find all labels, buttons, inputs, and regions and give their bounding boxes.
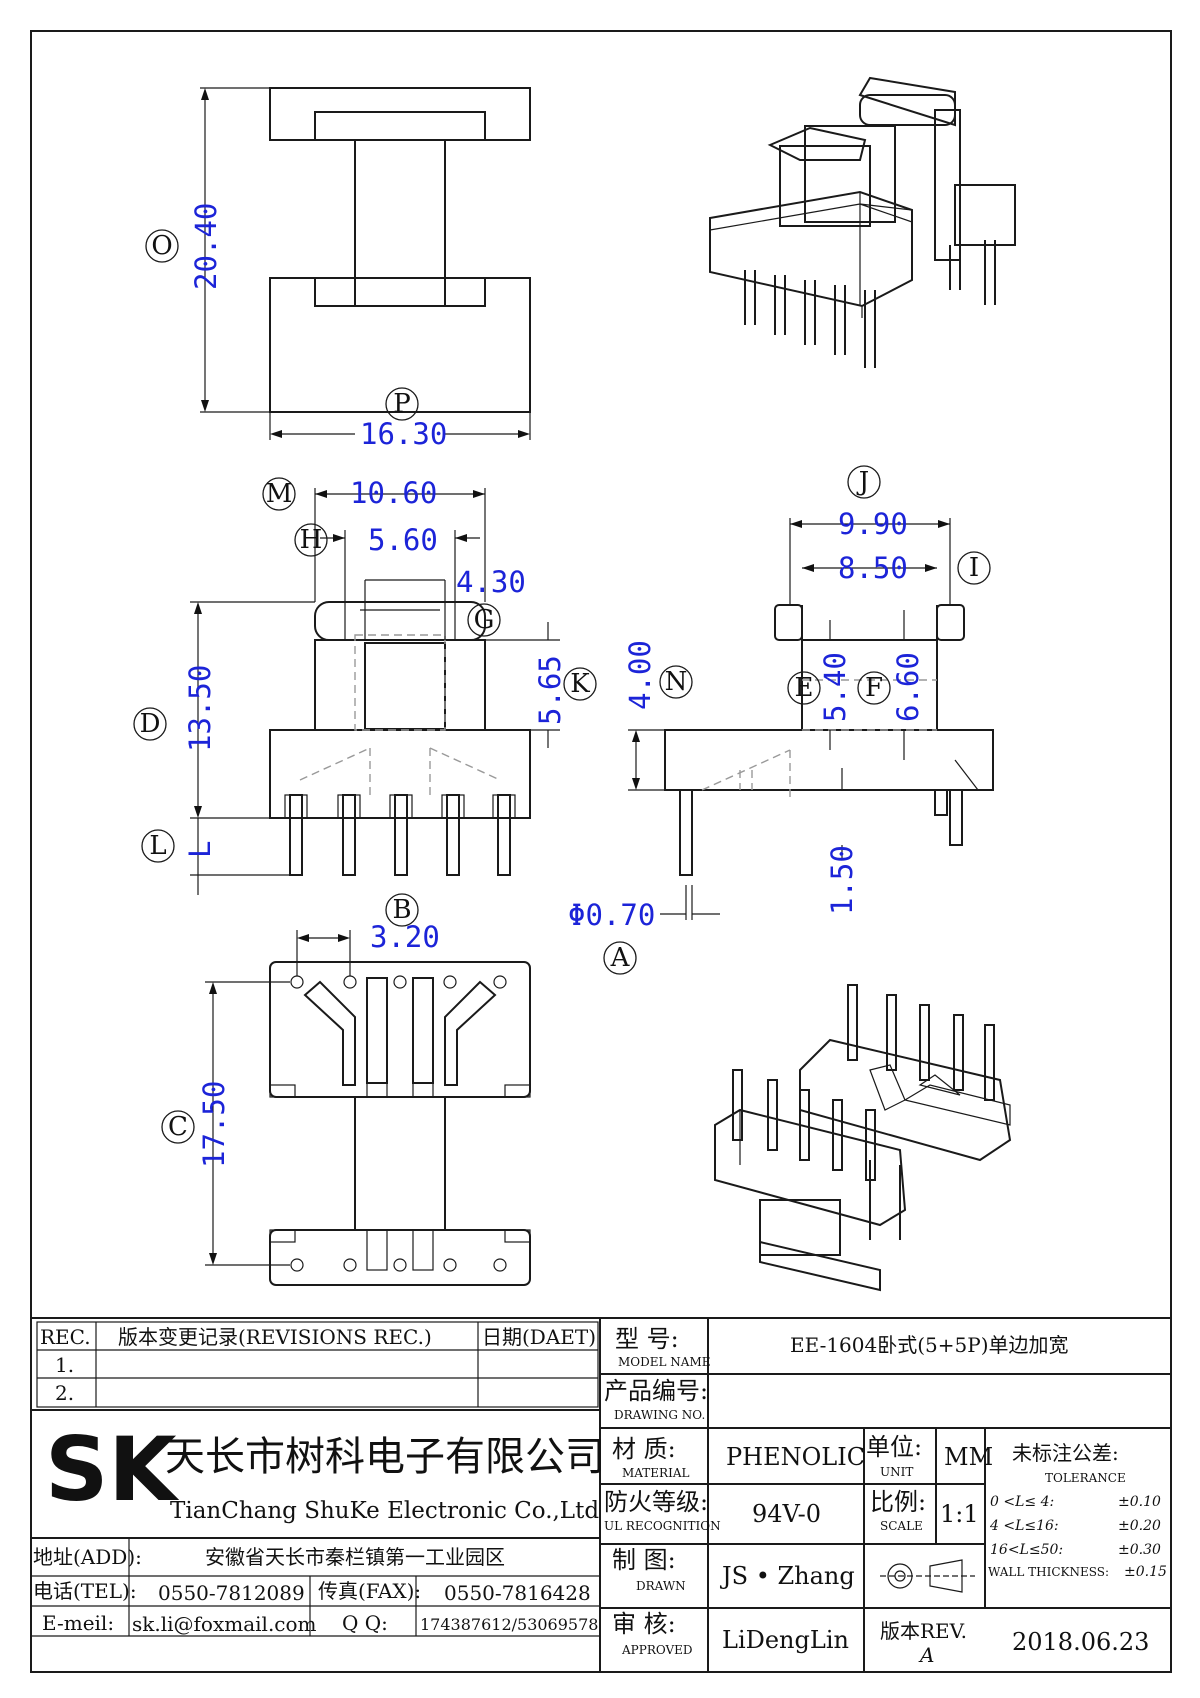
- dim-h-label: 5.60: [368, 523, 438, 557]
- approved-label-en: APPROVED: [621, 1643, 693, 1657]
- bubble-d: D: [140, 709, 161, 739]
- bubble-p: P: [393, 389, 411, 419]
- tolerance-cn: 未标注公差:: [1012, 1441, 1119, 1465]
- material-value: PHENOLIC: [726, 1443, 865, 1471]
- bottom-view: [205, 930, 531, 1286]
- unit-label-cn: 单位:: [866, 1433, 922, 1461]
- dim-e-label: 5.40: [818, 652, 852, 722]
- rev-title: 版本变更记录(REVISIONS REC.): [118, 1325, 432, 1349]
- tol-value-1: ±0.10: [1118, 1494, 1161, 1510]
- drawing-label-cn: 产品编号:: [604, 1377, 708, 1405]
- company-logo: SK: [45, 1418, 179, 1521]
- bubble-f: F: [865, 673, 883, 703]
- tol-value-2: ±0.20: [1118, 1518, 1161, 1534]
- bubble-i: I: [969, 553, 979, 583]
- dim-j-label: 9.90: [838, 507, 908, 541]
- wall-thickness-value: ±0.15: [1124, 1564, 1167, 1580]
- dim-width-label: 16.30: [360, 417, 447, 451]
- dim-m-label: 10.60: [350, 476, 437, 510]
- ul-label-en: UL RECOGNITION: [604, 1519, 721, 1533]
- approved-label-cn: 审 核:: [612, 1610, 676, 1638]
- rev-row-2: 2.: [55, 1381, 74, 1405]
- bubble-e: E: [795, 673, 814, 703]
- front-view: [190, 488, 560, 895]
- bubble-l: L: [149, 831, 166, 861]
- tel-label: 电话(TEL):: [33, 1579, 137, 1603]
- model-label-cn: 型 号:: [615, 1325, 679, 1353]
- email-label: E-meil:: [42, 1611, 114, 1635]
- dim-height-label: 20.40: [189, 203, 223, 290]
- dim-a-label: Φ0.70: [568, 898, 655, 932]
- side-view: [628, 518, 994, 920]
- date-value: 2018.06.23: [1012, 1628, 1149, 1656]
- bubble-k: K: [570, 669, 590, 699]
- dim-k-label: 5.65: [533, 655, 567, 725]
- top-view: [200, 87, 531, 440]
- qq-label: Q Q:: [342, 1611, 388, 1635]
- tol-value-3: ±0.30: [1118, 1542, 1161, 1558]
- drawn-label-cn: 制 图:: [612, 1546, 676, 1574]
- dim-d-label: 13.50: [183, 665, 217, 752]
- address-label: 地址(ADD):: [33, 1545, 142, 1569]
- address-value: 安徽省天长市秦栏镇第一工业园区: [205, 1545, 505, 1569]
- bubble-o: O: [151, 231, 172, 261]
- dim-l-label: L: [183, 841, 217, 858]
- tel-value: 0550-7812089: [158, 1581, 305, 1605]
- dim-pin-label: 1.50: [825, 845, 859, 915]
- drawn-label-en: DRAWN: [636, 1579, 686, 1593]
- tol-range-2: 4 <L≤16:: [989, 1518, 1059, 1534]
- bubble-m: M: [266, 479, 293, 509]
- rev-label: 版本REV.: [880, 1619, 967, 1643]
- scale-label-en: SCALE: [880, 1519, 923, 1533]
- scale-label-cn: 比例:: [870, 1488, 926, 1516]
- approved-value: LiDengLin: [722, 1626, 849, 1654]
- bubble-a: A: [610, 943, 631, 973]
- front-pins: [284, 794, 516, 876]
- bubble-b: B: [392, 895, 411, 925]
- tol-range-3: 16<L≤50:: [990, 1542, 1063, 1558]
- fax-label: 传真(FAX):: [318, 1579, 421, 1603]
- iso-view-bottom: [714, 984, 1012, 1292]
- ul-label-cn: 防火等级:: [604, 1488, 708, 1516]
- unit-label-en: UNIT: [880, 1465, 913, 1479]
- rev-header: REC.: [40, 1325, 91, 1349]
- drawn-value: JS • Zhang: [719, 1562, 855, 1590]
- model-value: EE-1604卧式(5+5P)单边加宽: [790, 1333, 1069, 1357]
- iso-view-top: [709, 76, 1016, 368]
- dim-i-label: 8.50: [838, 551, 908, 585]
- bubble-h: H: [300, 525, 323, 555]
- dim-f-label: 6.60: [891, 652, 925, 722]
- dim-n-label: 4.00: [623, 640, 657, 710]
- bubble-j: J: [856, 467, 869, 497]
- drawing-label-en: DRAWING NO.: [614, 1408, 705, 1422]
- unit-value: MM: [944, 1443, 993, 1471]
- bubble-n: N: [665, 667, 688, 697]
- tol-range-1: 0 <L≤ 4:: [990, 1494, 1054, 1510]
- email-value: sk.li@foxmail.com: [132, 1612, 317, 1636]
- bubble-g: G: [474, 605, 495, 635]
- bubble-c: C: [168, 1112, 188, 1142]
- title-block-grid: [31, 1317, 1171, 1672]
- tolerance-en: TOLERANCE: [1045, 1471, 1126, 1485]
- company-name-cn: 天长市树科电子有限公司: [165, 1434, 605, 1480]
- company-name-en: TianChang ShuKe Electronic Co.,Ltd: [170, 1498, 599, 1524]
- material-label-cn: 材 质:: [612, 1435, 676, 1463]
- dim-c-label: 17.50: [197, 1081, 231, 1168]
- dim-g-label: 4.30: [456, 565, 526, 599]
- rev-value: A: [918, 1643, 934, 1667]
- projection-symbol: [880, 1559, 975, 1593]
- material-label-en: MATERIAL: [622, 1466, 690, 1480]
- date-header: 日期(DAET): [482, 1325, 596, 1349]
- qq-value: 174387612/53069578: [420, 1615, 598, 1634]
- scale-value: 1:1: [940, 1500, 979, 1528]
- wall-thickness-label: WALL THICKNESS:: [988, 1565, 1109, 1579]
- ul-value: 94V-0: [752, 1500, 821, 1528]
- fax-value: 0550-7816428: [444, 1581, 591, 1605]
- rev-row-1: 1.: [55, 1353, 74, 1377]
- model-label-en: MODEL NAME: [618, 1355, 711, 1369]
